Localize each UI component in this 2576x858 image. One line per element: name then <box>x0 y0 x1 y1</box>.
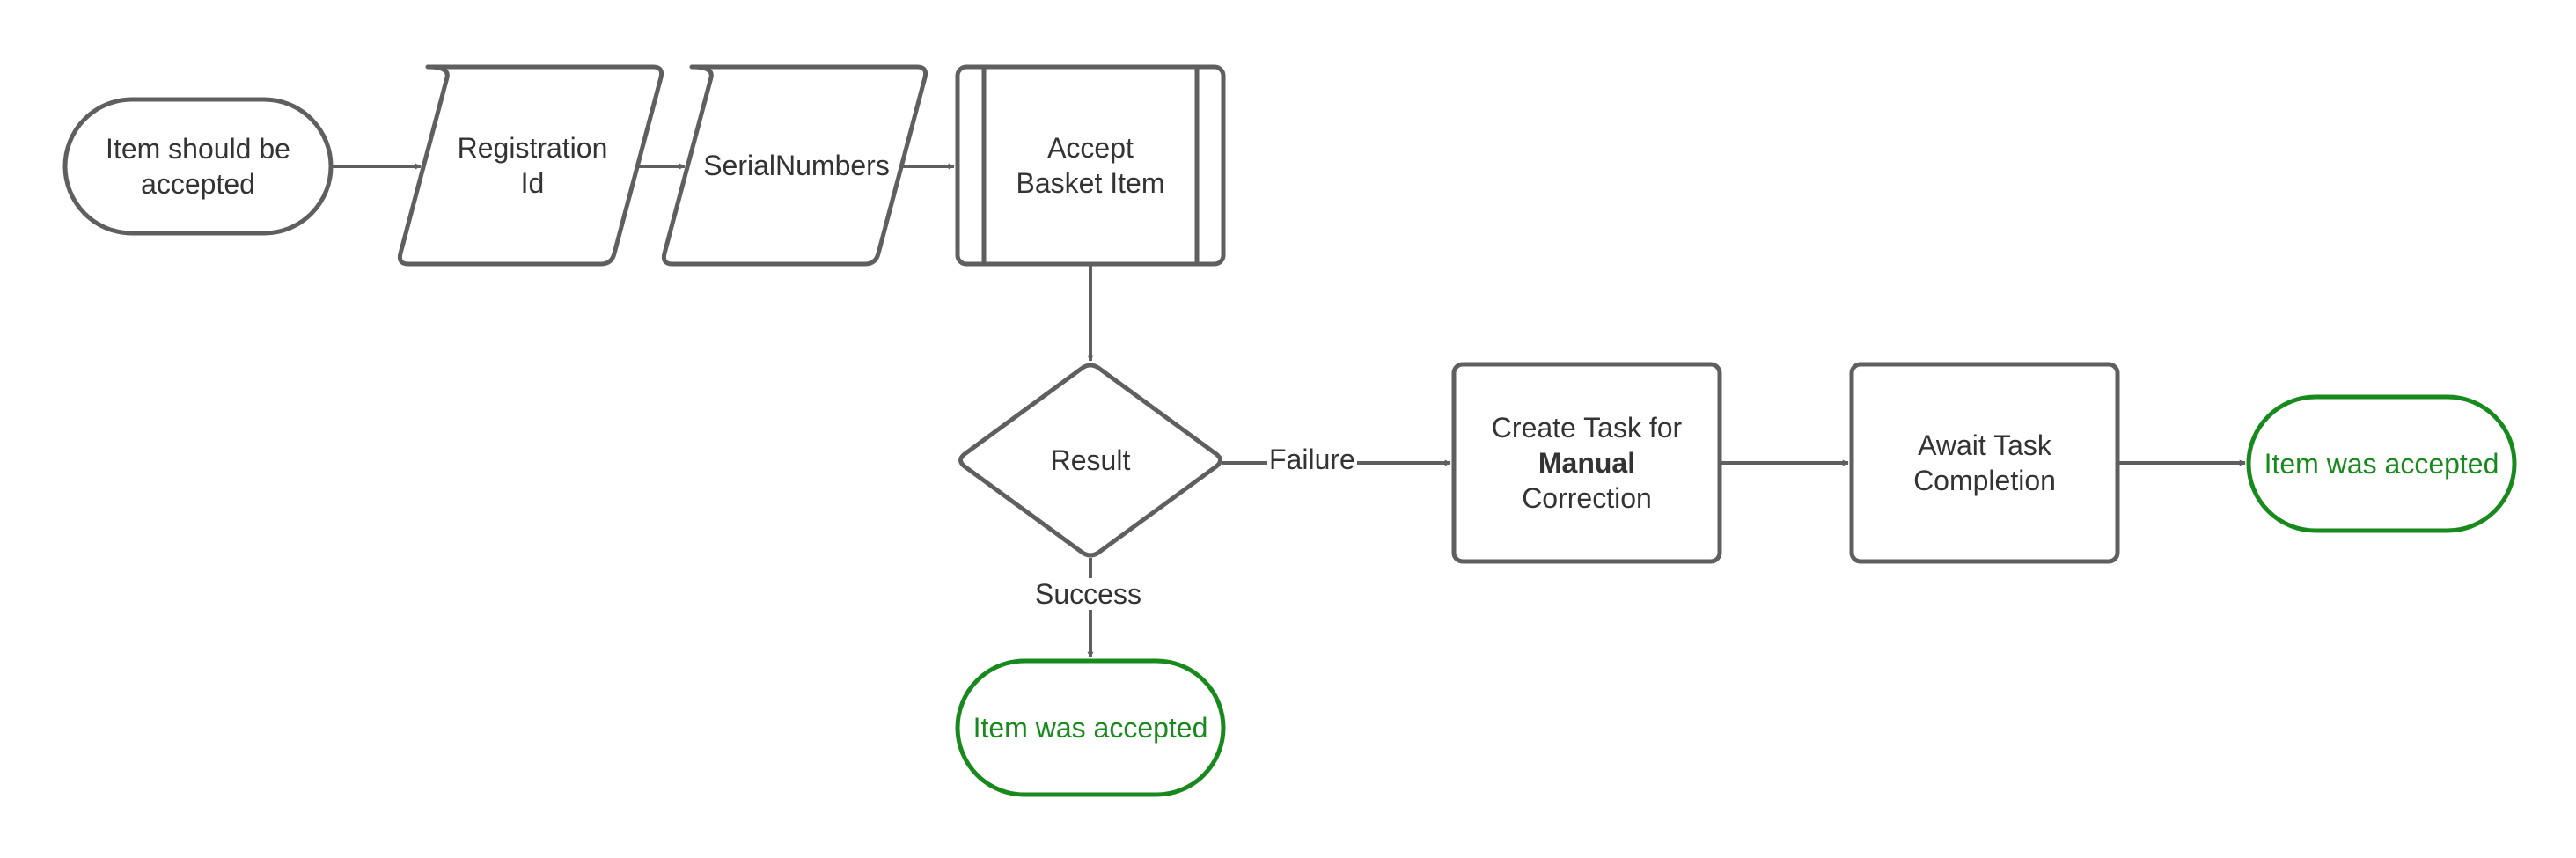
end-bottom-terminal-label: Item was accepted <box>972 712 1208 744</box>
serial-numbers-label: SerialNumbers <box>703 150 890 181</box>
result-decision-shape <box>958 363 1222 558</box>
create-task-label: Create Task for Manual Correction <box>1491 412 1683 514</box>
end-right-terminal-label: Item was accepted <box>2264 448 2499 480</box>
failure-edge-label: Failure <box>1267 444 1357 475</box>
start-terminal-label: Item should be accepted <box>106 133 290 200</box>
result-decision-label: Result <box>1050 444 1131 476</box>
registration-id-input-shape <box>397 64 664 267</box>
serial-numbers-input-shape <box>661 64 928 267</box>
end-right-terminal-shape <box>2246 394 2517 533</box>
success-edge-label: Success <box>1033 578 1143 610</box>
accept-basket-item-label: Accept Basket Item <box>1016 132 1165 199</box>
registration-id-label: Registration Id <box>457 132 608 199</box>
await-task-label: Await Task Completion <box>1913 429 2056 496</box>
end-bottom-terminal-shape <box>955 658 1226 797</box>
